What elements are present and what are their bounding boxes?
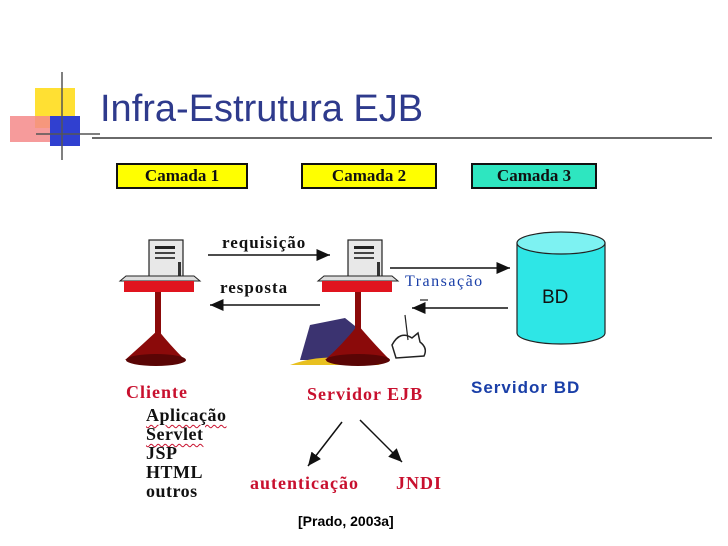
layer-1-box: Camada 1 (116, 163, 248, 189)
jndi-arrow (359, 419, 403, 463)
db-server-label: Servidor BD (471, 378, 581, 397)
decorative-logo (10, 72, 100, 160)
ejb-server-icon (290, 239, 428, 366)
title-underline (92, 137, 712, 139)
client-label: Cliente (126, 382, 188, 402)
client-technology-list: Aplicação Servlet JSP HTML outros (146, 406, 227, 501)
database-label: BD (542, 287, 569, 308)
layer-2-box: Camada 2 (301, 163, 437, 189)
response-label: resposta (220, 278, 289, 297)
jndi-service-label: JNDI (396, 473, 443, 493)
client-item-jsp: JSP (146, 443, 178, 463)
database-cylinder-icon (516, 231, 606, 345)
client-computer-icon (118, 239, 202, 366)
client-item-servlet: Servlet (146, 424, 204, 444)
auth-arrow (307, 421, 343, 467)
auth-service-label: autenticação (250, 473, 359, 493)
request-label: requisição (222, 233, 307, 252)
ejb-server-label: Servidor EJB (307, 384, 424, 404)
deco-square-blue (50, 116, 80, 146)
client-item-outros: outros (146, 481, 198, 501)
deco-square-pink (10, 116, 50, 142)
layer-3-box: Camada 3 (471, 163, 597, 189)
client-item-aplicacao: Aplicação (146, 405, 227, 425)
slide-title: Infra-Estrutura EJB (100, 88, 424, 130)
client-item-html: HTML (146, 462, 204, 482)
citation: [Prado, 2003a] (298, 513, 394, 529)
transaction-label: Transação (405, 273, 484, 290)
